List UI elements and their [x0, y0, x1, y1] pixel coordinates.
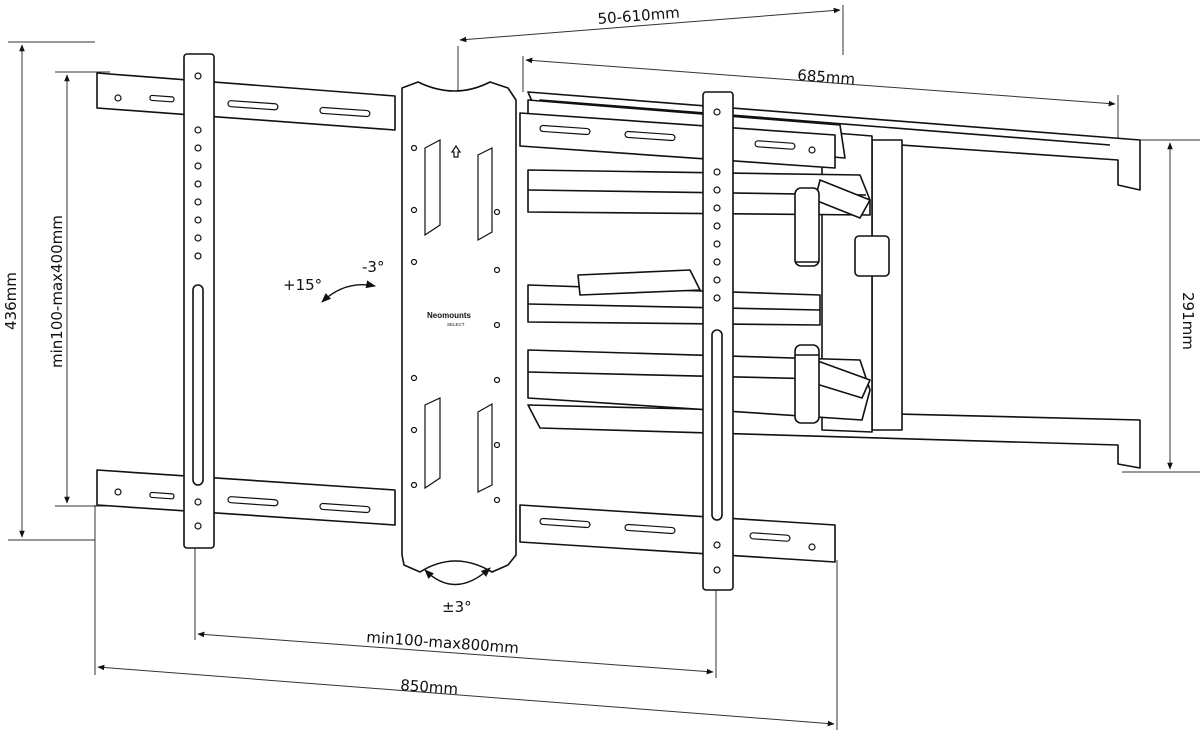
- label-vesa-height: min100-max400mm: [48, 215, 66, 368]
- tv-bracket-right: [519, 91, 836, 591]
- center-plate: [401, 81, 517, 573]
- rotation-arrow: [424, 567, 491, 586]
- up-arrow-icon: [450, 144, 462, 158]
- label-rotation: ±3°: [442, 598, 472, 616]
- label-tilt-down: -3°: [362, 258, 384, 276]
- dimension-lines: [8, 5, 1200, 730]
- tv-bracket-right-details: [539, 108, 816, 574]
- label-extension: 50-610mm: [597, 4, 681, 28]
- brand-logo: Neomounts: [427, 311, 472, 320]
- label-wall-plate-height: 291mm: [1179, 292, 1197, 350]
- tilt-arrow: [321, 280, 376, 303]
- label-overall-height: 436mm: [2, 272, 20, 330]
- tv-bracket-left: [96, 53, 396, 549]
- label-arm-width: 685mm: [797, 66, 856, 88]
- label-tilt-up: +15°: [283, 276, 322, 294]
- label-vesa-width: min100-max800mm: [366, 628, 520, 657]
- label-overall-width: 850mm: [400, 676, 459, 698]
- brand-sub: SELECT: [447, 322, 465, 327]
- center-plate-details: [410, 139, 501, 504]
- tv-bracket-left-details: [114, 72, 371, 530]
